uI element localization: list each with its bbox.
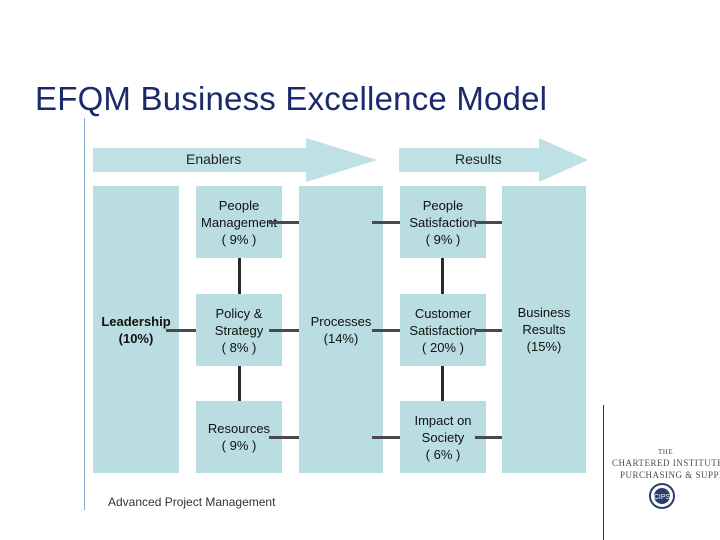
connector-customer-sat-results [475,329,502,332]
processes-pct: (14%) [323,330,359,346]
processes-label: Processes [310,313,372,329]
enablers-label: Enablers [186,151,242,167]
footer-text: Advanced Project Management [108,495,276,509]
impact-society-pct: ( 6% ) [425,446,461,462]
customer-satisfaction-box: Customer Satisfaction ( 20% ) [400,294,486,366]
customer-satisfaction-line2: Satisfaction [409,322,477,338]
impact-society-line2: Society [421,429,465,445]
policy-strategy-box: Policy & Strategy ( 8% ) [196,294,282,366]
resources-box: Resources ( 9% ) [196,401,282,473]
logo-line2: CHARTERED INSTITUTE OF [612,458,720,468]
business-results-box: Business Results (15%) [502,186,586,473]
people-satisfaction-line1: People [422,197,464,213]
people-satisfaction-line2: Satisfaction [409,214,477,230]
connector-people-sat-customer-sat [441,258,444,294]
slide-title: EFQM Business Excellence Model [35,80,548,117]
leadership-pct: (10%) [118,330,154,346]
cips-emblem-text: CIPS [654,494,671,501]
business-results-pct: (15%) [526,339,562,354]
results-arrow [399,138,588,182]
cips-logo: THE CHARTERED INSTITUTE OF PURCHASING & … [612,448,720,518]
people-management-box: People Management ( 9% ) [196,186,282,258]
impact-society-box: Impact on Society ( 6% ) [400,401,486,473]
resources-pct: ( 9% ) [221,438,257,453]
policy-strategy-line2: Strategy [214,322,264,338]
policy-strategy-pct: ( 8% ) [221,339,257,355]
connector-processes-people-sat [372,221,400,224]
people-satisfaction-box: People Satisfaction ( 9% ) [400,186,486,258]
connector-people-policy [238,258,241,294]
policy-strategy-line1: Policy & [215,305,263,321]
connector-processes-customer-sat [372,329,400,332]
connector-processes-impact [372,436,400,439]
processes-box: Processes (14%) [299,186,383,473]
logo-line1: THE [658,448,674,456]
customer-satisfaction-line1: Customer [414,305,472,321]
connector-customer-sat-impact [441,366,444,401]
impact-society-line1: Impact on [414,412,472,428]
resources-line1: Resources [207,421,271,436]
people-management-pct: ( 9% ) [221,231,257,247]
connector-leadership-policy [166,329,196,332]
leadership-box: Leadership (10%) [93,186,179,473]
business-results-line1: Business [517,305,571,320]
connector-impact-results [475,436,502,439]
enablers-arrow [93,138,377,182]
connector-people-processes [269,221,299,224]
people-satisfaction-pct: ( 9% ) [425,231,461,247]
logo-line3: PURCHASING & SUPPLY [620,470,720,480]
connector-policy-resources [238,366,241,401]
left-vertical-rule [84,118,85,510]
right-vertical-rule [603,405,604,540]
customer-satisfaction-pct: ( 20% ) [422,339,464,355]
arrows-layer [93,138,588,182]
people-management-line2: Management [201,214,277,230]
cips-emblem-icon: CIPS [649,483,675,509]
people-management-line1: People [218,197,260,213]
connector-resources-processes [269,436,299,439]
connector-policy-processes [269,329,299,332]
business-results-line2: Results [522,322,566,337]
results-label: Results [455,151,502,167]
connector-people-sat-results [475,221,502,224]
leadership-label: Leadership [101,313,171,329]
